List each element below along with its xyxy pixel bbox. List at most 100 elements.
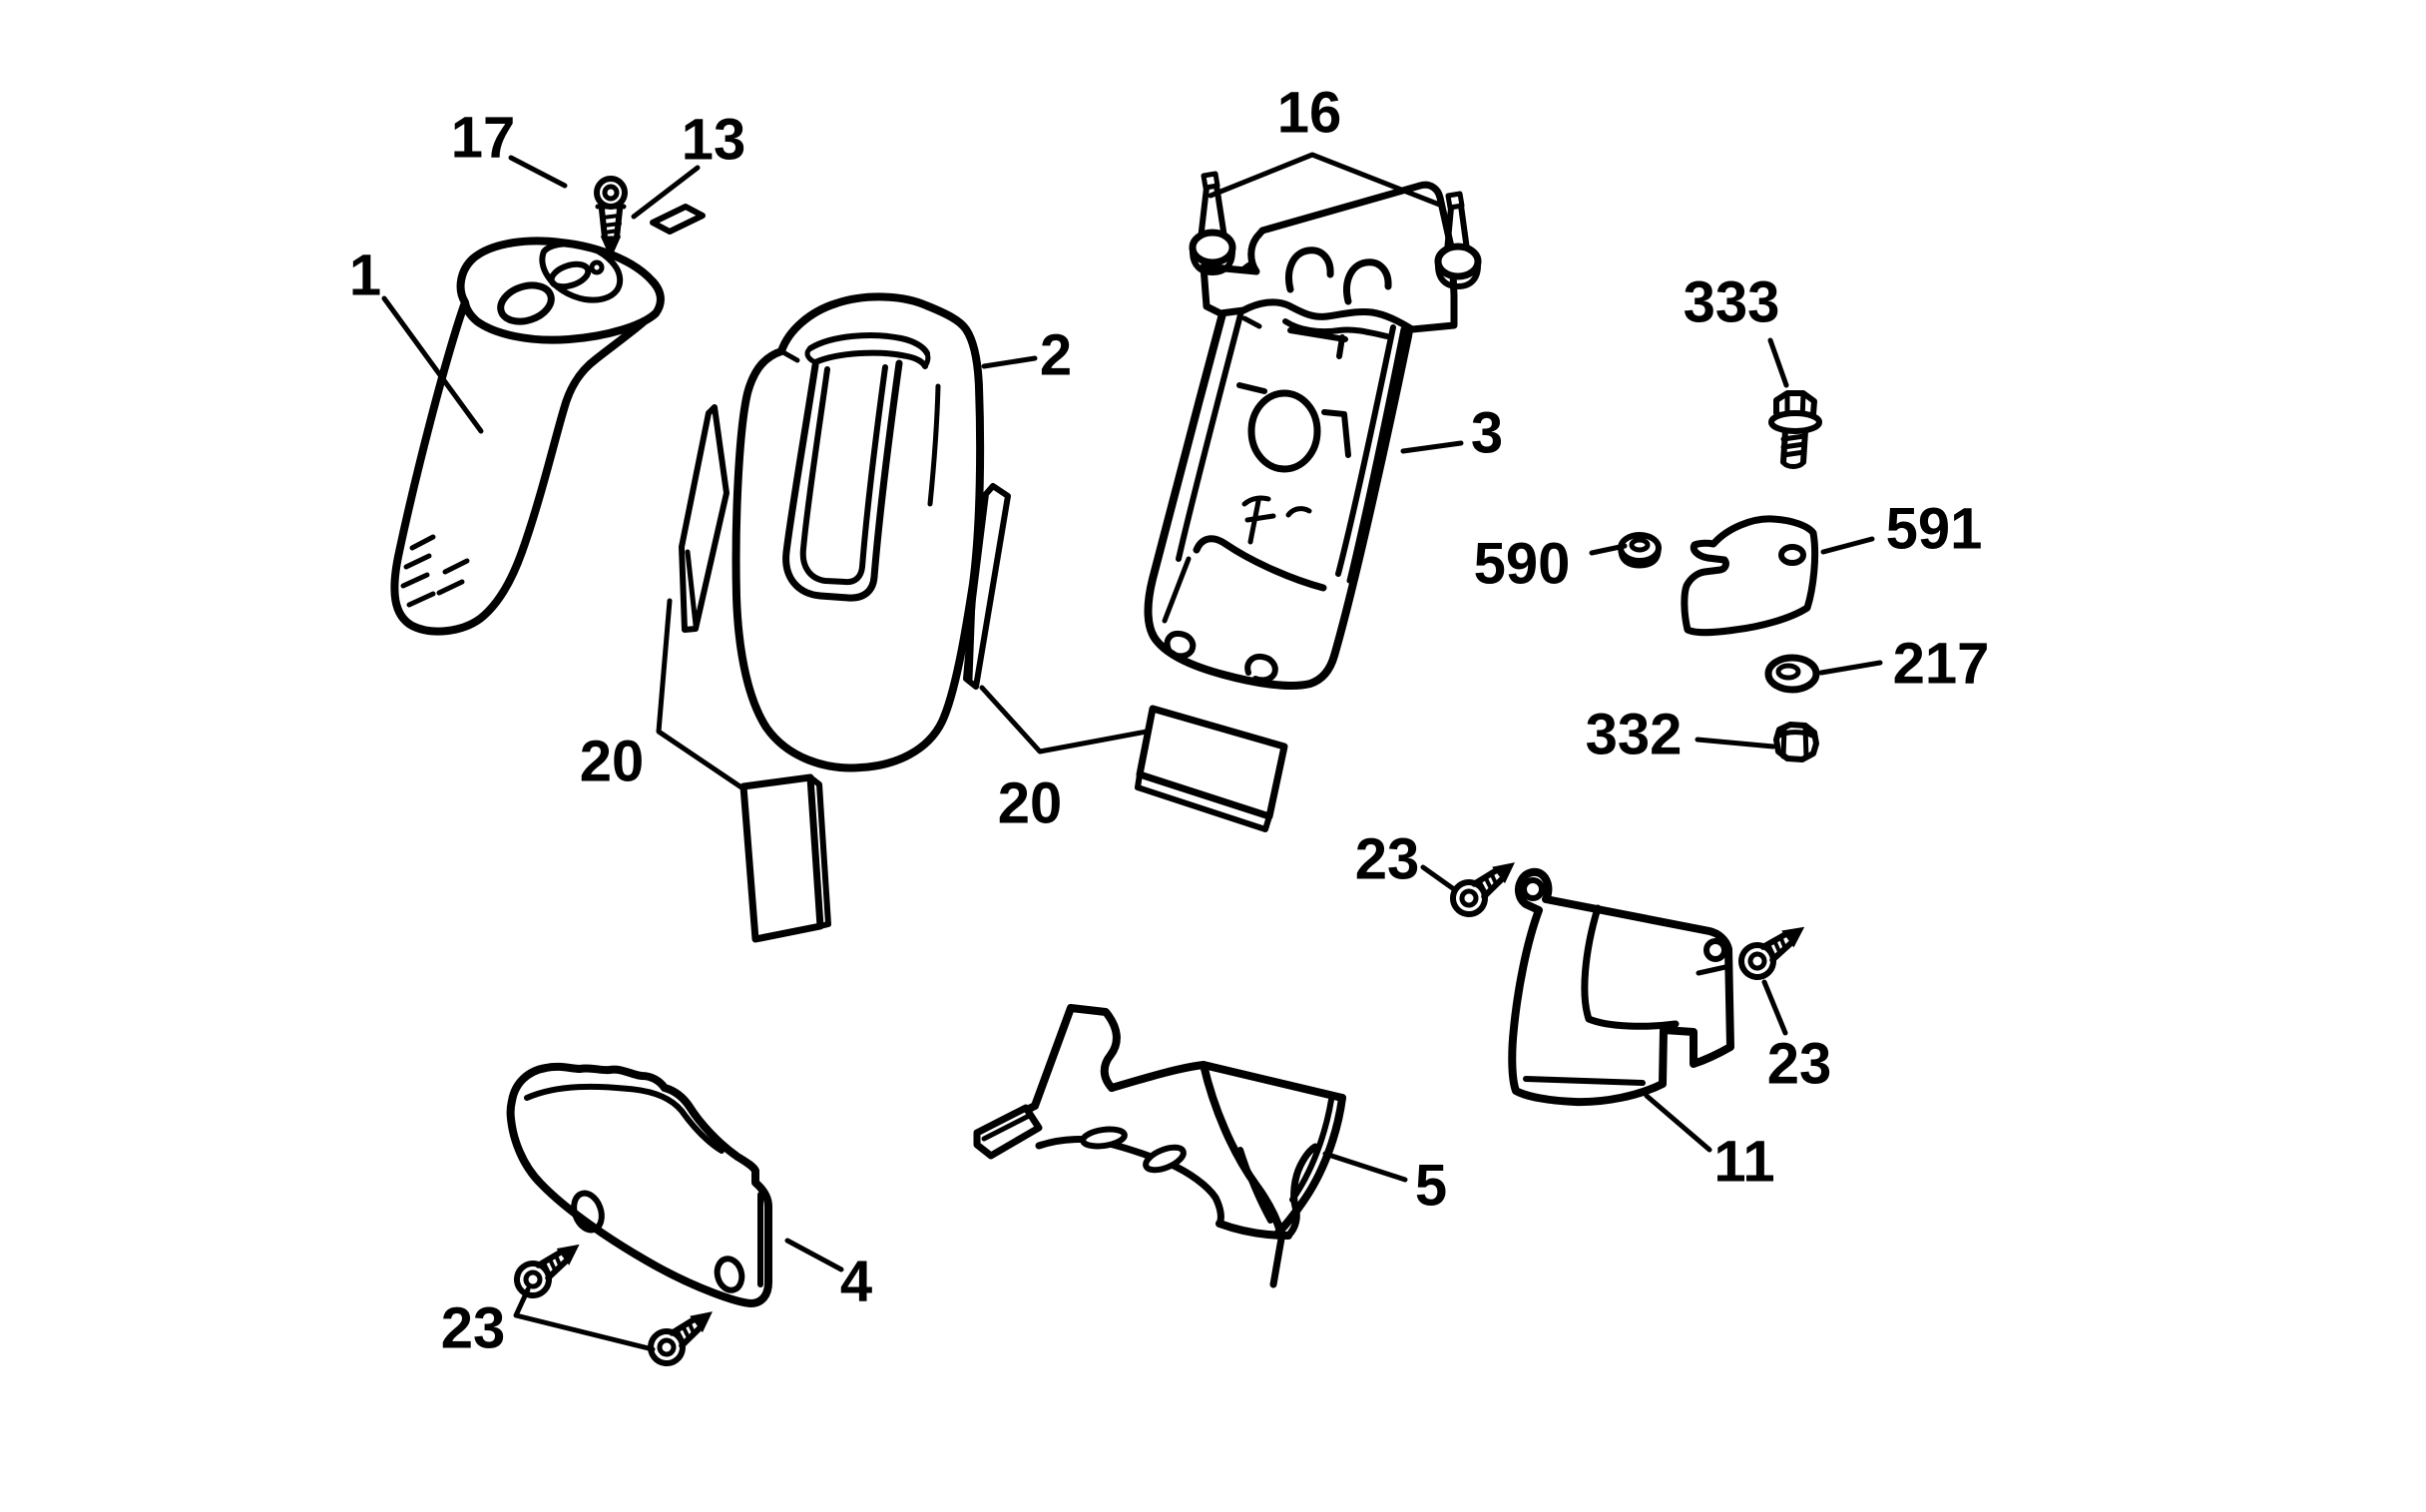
part-17-screw-head-inner (602, 184, 620, 202)
part-2-collar-corner-right (922, 350, 931, 369)
part-5-foot-right (1284, 1143, 1319, 1240)
callout-1: 1 (349, 244, 381, 308)
part-590-base-rim (1618, 547, 1662, 569)
part-3-bottom-tab-2 (1244, 653, 1278, 684)
callout-4: 4 (840, 1250, 872, 1314)
part-3-dash-mark (1236, 382, 1267, 394)
part-2-slot-inner (799, 364, 888, 586)
leader-11 (1644, 1093, 1712, 1153)
part-3-recess-panel (1193, 535, 1327, 592)
part-2-left-notch (778, 348, 800, 363)
part-16-bolt-right-shaft-b (1458, 203, 1470, 252)
part-2-outline (731, 292, 985, 772)
callout-332: 332 (1586, 703, 1683, 767)
part-17-screw-thread-1 (601, 214, 621, 220)
leader-3 (1400, 440, 1464, 454)
part-3-rear-housing (1144, 181, 1458, 690)
part-2-handle-cover (731, 292, 985, 772)
part-217-outer (1764, 654, 1820, 694)
part-17-screw-head (594, 176, 628, 210)
part-5-right-face-inner (1289, 1097, 1334, 1203)
part-20-left-plate-fold (685, 549, 699, 628)
part-20-small-pad (739, 773, 824, 943)
leader-23-lower-left (513, 1286, 656, 1352)
part-3-u-cutout-1 (1285, 247, 1334, 293)
part-17-screw-thread-2 (602, 222, 622, 228)
part-4-outline (506, 1062, 772, 1307)
callout-16: 16 (1277, 81, 1342, 146)
part-17-screw (594, 176, 628, 259)
part-11-outline (1508, 867, 1734, 1107)
part-5-chimney (1031, 1004, 1121, 1110)
part-3-t-mark-horizontal (1287, 327, 1348, 342)
leader-16 (1208, 152, 1445, 209)
callout-2: 2 (1040, 323, 1072, 388)
part-16-bolt-left-head-rim (1190, 249, 1235, 275)
part-5-bottom-bump-2 (1143, 1144, 1187, 1174)
part-4-hole-upper (571, 1190, 605, 1234)
callout-217: 217 (1893, 632, 1990, 697)
leader-23-upper (1420, 864, 1457, 892)
part-1-switch-boss (539, 241, 624, 303)
part-16-bolt-right (1434, 191, 1482, 289)
leader-20-right (979, 685, 1150, 755)
part-11-guard-bracket (1508, 867, 1734, 1107)
part-591-hole (1778, 544, 1806, 566)
leader-20-left (656, 598, 747, 792)
part-217-washer (1764, 654, 1820, 694)
part-16-bolt-right-head-rim (1435, 262, 1481, 289)
leader-591 (1820, 536, 1875, 555)
leader-lines (381, 152, 1883, 1352)
part-3-tick (1241, 315, 1262, 329)
part-2-slot-outer (782, 359, 903, 602)
part-333-thread-3 (1780, 449, 1807, 458)
part-3-bar-line (1282, 318, 1390, 339)
part-2-side-crease (927, 383, 941, 507)
part-3-f-marking (1241, 495, 1312, 545)
leader-1 (381, 295, 484, 434)
part-333-flange (1768, 410, 1822, 434)
part-217-inner (1775, 663, 1801, 681)
part-11-corner-line (1696, 964, 1728, 976)
callout-23-upper: 23 (1355, 827, 1420, 892)
part-16-bolt-left-shaft-a (1198, 185, 1210, 243)
callout-17: 17 (451, 106, 516, 171)
part-5-fan-shroud (973, 1004, 1346, 1288)
callout-590: 590 (1474, 532, 1571, 597)
leader-13 (631, 165, 701, 220)
part-2-collar-line-top (807, 332, 930, 356)
leader-217 (1818, 660, 1883, 676)
part-20-left-plate (679, 404, 729, 633)
part-3-l-bracket-mark (1321, 409, 1351, 458)
part-3-inner-right-wall-1 (1335, 324, 1396, 577)
leader-2 (981, 355, 1038, 369)
part-5-lower-flap-line (1269, 1235, 1285, 1288)
callout-20-right: 20 (998, 771, 1063, 836)
part-3-crease (1162, 556, 1192, 624)
callout-labels: 1 2 3 4 5 11 13 16 17 20 20 23 23 23 217… (349, 81, 1990, 1361)
callout-5: 5 (1415, 1154, 1447, 1219)
part-332-hex-nut (1773, 722, 1819, 762)
callout-11: 11 (1713, 1130, 1774, 1195)
callout-23-lower-left: 23 (441, 1296, 506, 1361)
part-3-inner-right-wall-2 (1346, 326, 1406, 584)
part-20-damper-set (679, 404, 1288, 943)
part-333-thread-2 (1780, 441, 1807, 450)
part-1-handle-grip (390, 237, 665, 636)
part-2-collar-line-bottom (812, 349, 928, 369)
part-16-bolt-right-shaft-a (1444, 205, 1454, 254)
callout-13: 13 (682, 108, 746, 173)
part-333-shank-end (1780, 459, 1806, 469)
part-1-grip-hatching (400, 534, 470, 608)
part-3-bottom-tab-1 (1164, 630, 1197, 660)
part-3-inner-left-wall (1176, 296, 1247, 562)
part-3-u-cutout-2 (1343, 258, 1392, 305)
part-332-top-edge (1776, 730, 1815, 739)
callout-591: 591 (1886, 497, 1983, 562)
part-333-hex-bolt (1768, 390, 1822, 469)
part-1-switch-slot (548, 260, 592, 290)
part-4-inner-lip (524, 1083, 725, 1154)
part-20-right-plate-fold (967, 596, 976, 682)
